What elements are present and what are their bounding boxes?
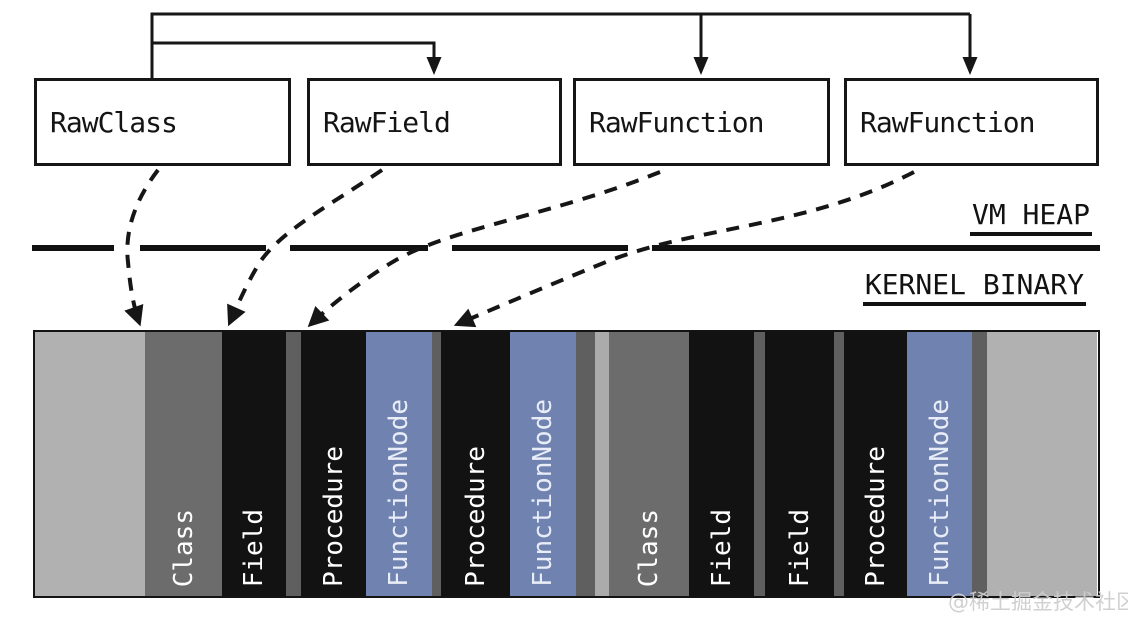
bar-segment-gap <box>834 332 844 596</box>
heap-box-rawfunction: RawFunction <box>844 78 1099 166</box>
bar-segment-gap <box>972 332 987 596</box>
watermark-text: @稀土掘金技术社区 <box>948 590 1128 614</box>
bar-segment-label: Field <box>706 508 737 587</box>
memory-bar: Class Field Procedure FunctionNode Procedure… <box>33 330 1100 598</box>
bar-segment-free <box>35 332 145 596</box>
bar-segment-free <box>987 332 1097 596</box>
pointer-curve-rawfield <box>227 168 384 327</box>
bar-segment-label: Field <box>784 508 815 587</box>
bar-segment-field: Field <box>689 332 754 596</box>
top-connector-arrowheads <box>426 57 978 75</box>
bar-segment-gap <box>286 332 301 596</box>
pointer-curves <box>124 168 915 328</box>
pointer-curve-rawfunction-1 <box>307 170 661 328</box>
bar-segment-functionnode: FunctionNode <box>907 332 972 596</box>
bar-segment-freestrip <box>595 332 609 596</box>
bar-segment-gap <box>576 332 595 596</box>
bar-segment-label: Procedure <box>860 446 891 587</box>
bar-segment-label: Procedure <box>318 446 349 587</box>
heap-box-label: RawFunction <box>589 105 764 139</box>
pointer-curve-rawclass <box>124 168 160 327</box>
bar-segment-functionnode: FunctionNode <box>510 332 576 596</box>
bar-segment-label: Class <box>634 508 664 587</box>
bar-segment-procedure: Procedure <box>441 332 510 596</box>
pointer-curve-rawfunction-2 <box>453 170 915 328</box>
bar-segment-gap <box>432 332 441 596</box>
bar-segment-label: Class <box>168 508 199 587</box>
bar-segment-label: FunctionNode <box>924 399 955 587</box>
bar-segment-gap <box>754 332 765 596</box>
bar-segment-functionnode: FunctionNode <box>366 332 432 596</box>
bar-segment-field: Field <box>222 332 286 596</box>
bar-segment-procedure: Procedure <box>844 332 907 596</box>
bar-segment-procedure: Procedure <box>301 332 366 596</box>
heap-box-rawclass: RawClass <box>34 78 291 166</box>
bar-segment-class: Class <box>145 332 222 596</box>
top-connector-lines <box>150 12 972 78</box>
kernel-binary-label: KERNEL BINARY <box>862 268 1086 306</box>
bar-segment-label: FunctionNode <box>528 399 558 587</box>
heap-box-label: RawFunction <box>860 105 1035 139</box>
bar-segment-label: FunctionNode <box>384 399 414 587</box>
heap-box-rawfunction: RawFunction <box>573 78 830 166</box>
heap-box-label: RawField <box>323 105 451 139</box>
heap-box-label: RawClass <box>50 105 178 139</box>
bar-segment-class: Class <box>609 332 689 596</box>
bar-segment-label: Procedure <box>460 446 491 587</box>
bar-segment-label: Field <box>239 508 269 587</box>
bar-segment-field: Field <box>765 332 834 596</box>
vm-heap-label: VM HEAP <box>969 198 1092 236</box>
heap-box-rawfield: RawField <box>307 78 562 166</box>
